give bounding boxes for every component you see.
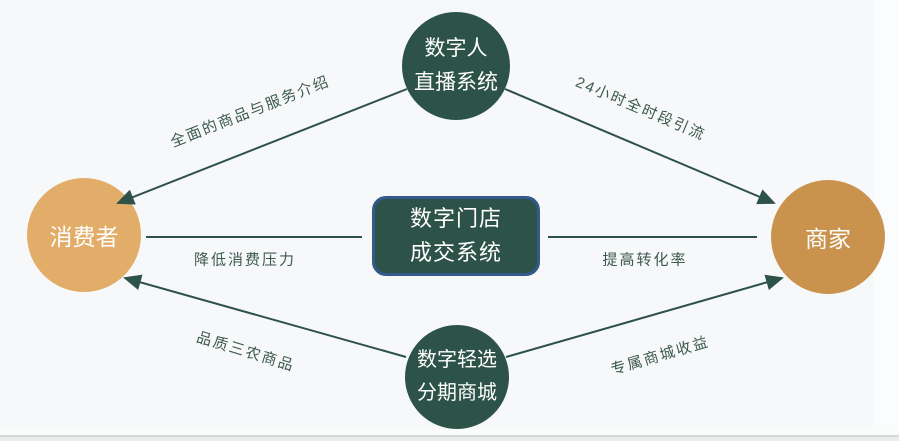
edge-label-mid-right: 提高转化率 [602, 251, 688, 269]
node-label-line: 分期商城 [417, 382, 497, 404]
node-digital-human-live-system: 数字人 直播系统 [402, 12, 510, 120]
node-digital-installment-mall: 数字轻选 分期商城 [405, 325, 509, 429]
edge-label-top-right: 24小时全时段引流 [572, 73, 709, 145]
node-merchant: 商家 [771, 180, 885, 294]
window-bottom-bar [0, 435, 899, 441]
window-bottom-edge [0, 429, 899, 441]
node-digital-store-deal-system: 数字门店 成交系统 [372, 196, 540, 276]
node-label-line: 数字轻选 [417, 349, 497, 371]
node-consumer: 消费者 [27, 178, 141, 292]
edge-label-bottom-left: 品质三农商品 [194, 328, 297, 375]
edge-bottom-right-line [505, 274, 784, 358]
node-label-line: 商家 [805, 226, 851, 252]
node-label-line: 成交系统 [409, 240, 502, 265]
node-label-line: 直播系统 [414, 71, 498, 94]
node-label-line: 消费者 [49, 224, 119, 250]
edge-label-bottom-right: 专属商城收益 [608, 333, 712, 379]
node-label-line: 数字门店 [409, 206, 502, 231]
node-label-line: 数字人 [424, 37, 488, 60]
edge-label-mid-left: 降低消费压力 [193, 251, 297, 269]
edge-label-top-left: 全面的商品与服务介绍 [168, 72, 333, 151]
